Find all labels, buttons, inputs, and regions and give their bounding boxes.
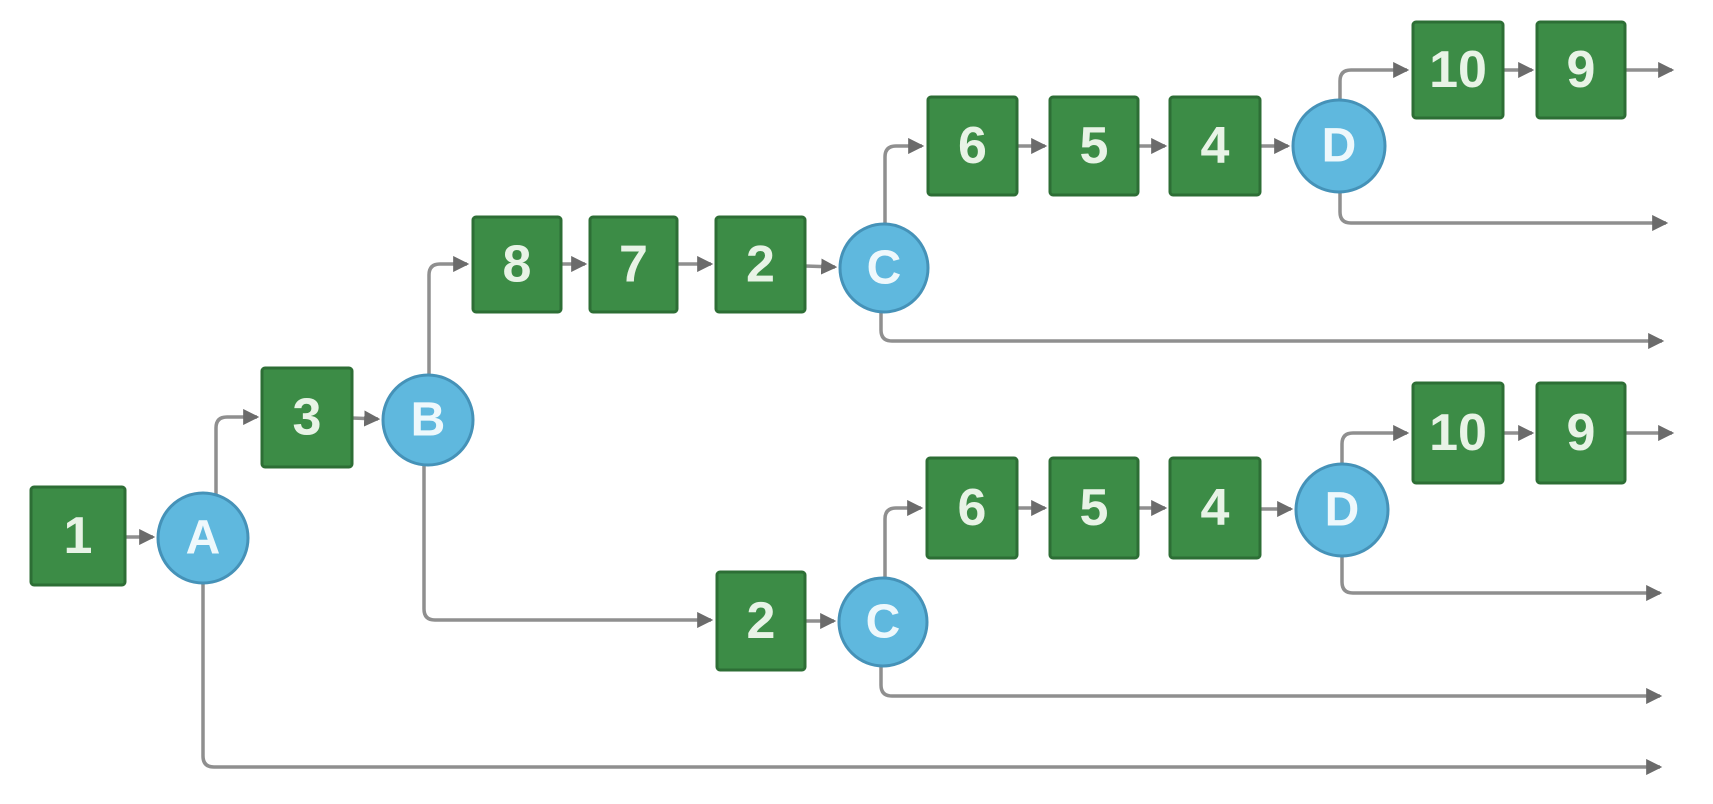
node-square-9-lower: 9 bbox=[1535, 381, 1627, 485]
square-shape bbox=[714, 215, 807, 314]
edge-D-lower-down-out bbox=[1340, 555, 1663, 602]
square-shape bbox=[588, 215, 679, 314]
node-square-4-upper: 4 bbox=[1168, 95, 1262, 197]
edge-2-upper-to-C bbox=[804, 258, 838, 275]
edge-3-to-B bbox=[351, 410, 381, 427]
square-shape bbox=[1535, 381, 1627, 485]
node-circle-D-lower: D bbox=[1294, 462, 1390, 558]
circle-shape bbox=[1291, 98, 1387, 194]
node-square-5-upper: 5 bbox=[1048, 95, 1140, 197]
square-shape bbox=[260, 366, 354, 469]
edge-B-up-to-8 bbox=[427, 255, 470, 376]
square-shape bbox=[1168, 95, 1262, 197]
edge-A-down-out bbox=[201, 582, 1663, 776]
node-square-10-lower: 10 bbox=[1411, 381, 1505, 485]
square-shape bbox=[1048, 95, 1140, 197]
node-circle-D-upper: D bbox=[1291, 98, 1387, 194]
edge-D-upper-up-to-10 bbox=[1338, 61, 1410, 101]
node-square-3: 3 bbox=[260, 366, 354, 469]
edge-C-lower-up-to-6 bbox=[883, 499, 924, 579]
edge-D-upper-down-out bbox=[1338, 191, 1669, 232]
edge-A-up-to-3 bbox=[214, 408, 260, 495]
square-shape bbox=[1411, 381, 1505, 485]
node-circle-C-upper: C bbox=[838, 222, 930, 314]
node-square-8: 8 bbox=[471, 215, 563, 314]
edge-B-down-to-2-lower bbox=[422, 464, 714, 629]
node-square-9-upper: 9 bbox=[1535, 20, 1627, 120]
circle-shape bbox=[156, 491, 250, 585]
node-square-2-upper: 2 bbox=[714, 215, 807, 314]
square-shape bbox=[926, 95, 1019, 197]
edge-C-lower-down-out bbox=[879, 665, 1663, 705]
edges-layer bbox=[125, 61, 1675, 776]
square-shape bbox=[471, 215, 563, 314]
square-shape bbox=[715, 570, 807, 672]
node-circle-A: A bbox=[156, 491, 250, 585]
node-square-5-lower: 5 bbox=[1048, 456, 1140, 560]
square-shape bbox=[1168, 456, 1262, 560]
node-square-6-upper: 6 bbox=[926, 95, 1019, 197]
node-square-7: 7 bbox=[588, 215, 679, 314]
edge-D-lower-up-to-10 bbox=[1340, 424, 1410, 465]
square-shape bbox=[1535, 20, 1627, 120]
node-square-4-lower: 4 bbox=[1168, 456, 1262, 560]
circle-shape bbox=[381, 373, 475, 467]
node-circle-C-lower: C bbox=[837, 576, 929, 668]
circle-shape bbox=[837, 576, 929, 668]
circle-shape bbox=[838, 222, 930, 314]
square-shape bbox=[1411, 20, 1505, 120]
square-shape bbox=[925, 456, 1019, 560]
edge-C-upper-up-to-6 bbox=[883, 137, 925, 225]
square-shape bbox=[29, 485, 127, 587]
node-square-2-lower: 2 bbox=[715, 570, 807, 672]
node-circle-B: B bbox=[381, 373, 475, 467]
node-square-1: 1 bbox=[29, 485, 127, 587]
edge-C-upper-down-out bbox=[879, 311, 1665, 350]
circle-shape bbox=[1294, 462, 1390, 558]
node-square-6-lower: 6 bbox=[925, 456, 1019, 560]
node-square-10-upper: 10 bbox=[1411, 20, 1505, 120]
square-shape bbox=[1048, 456, 1140, 560]
